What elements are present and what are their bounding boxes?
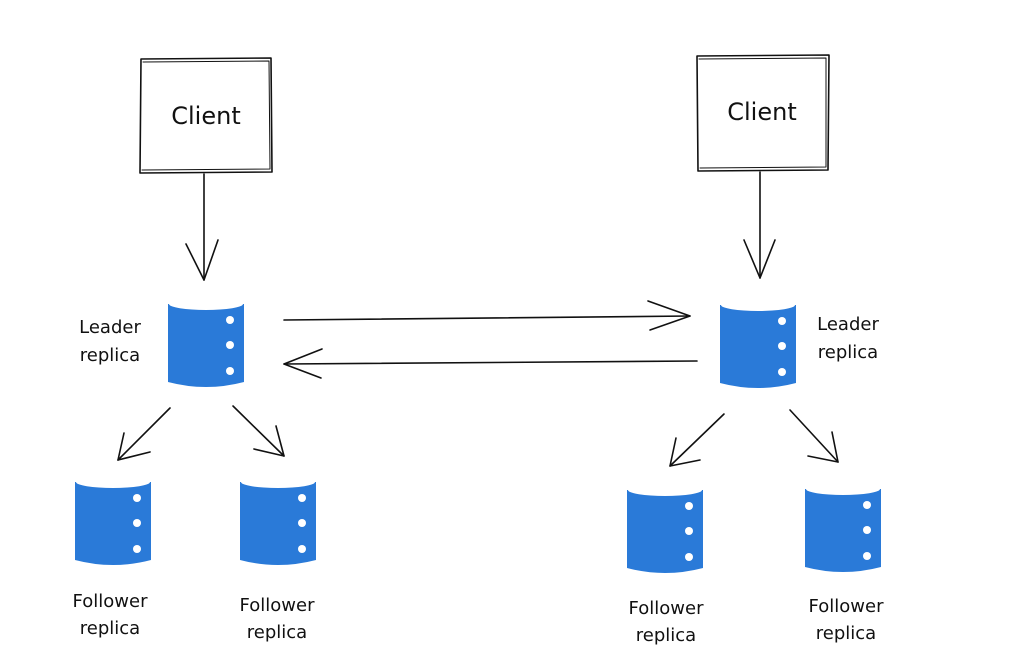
- client-to-leader-arrow: [185, 173, 219, 281]
- client-label: Client: [171, 102, 240, 130]
- follower-label-line2: replica: [80, 618, 140, 639]
- leader-label-line1: Leader: [79, 317, 141, 338]
- leader-to-follower-arrow: [232, 405, 285, 457]
- leader-label-line2: replica: [818, 342, 878, 363]
- follower-replica-database[interactable]: [240, 476, 316, 565]
- leader-label-line1: Leader: [817, 314, 879, 335]
- follower-label-line2: replica: [636, 625, 696, 646]
- leader-to-leader-arrow: [283, 300, 691, 331]
- follower-replica-database[interactable]: [627, 484, 703, 573]
- leader-label-line2: replica: [80, 345, 140, 366]
- follower-label-line1: Follower: [809, 596, 885, 617]
- follower-label-line2: replica: [247, 622, 307, 643]
- client-to-leader-arrow: [743, 171, 776, 279]
- client-box[interactable]: Client: [696, 54, 830, 172]
- leader-to-follower-arrow: [669, 413, 725, 467]
- cluster-left: Client Leader replica Follower replic: [73, 57, 316, 643]
- follower-label-line1: Follower: [240, 595, 316, 616]
- follower-label-line2: replica: [816, 623, 876, 644]
- leader-replica-database[interactable]: [720, 299, 796, 388]
- follower-replica-database[interactable]: [805, 483, 881, 572]
- client-label: Client: [727, 98, 796, 126]
- leader-to-follower-arrow: [789, 409, 839, 463]
- cluster-right: Client Leader replica Follower replic: [627, 54, 885, 646]
- follower-label-line1: Follower: [629, 598, 705, 619]
- leader-to-leader-arrow: [283, 348, 698, 379]
- follower-label-line1: Follower: [73, 591, 149, 612]
- leader-replica-database[interactable]: [168, 298, 244, 387]
- leader-to-follower-arrow: [117, 407, 171, 461]
- follower-replica-database[interactable]: [75, 476, 151, 565]
- client-box[interactable]: Client: [139, 57, 273, 174]
